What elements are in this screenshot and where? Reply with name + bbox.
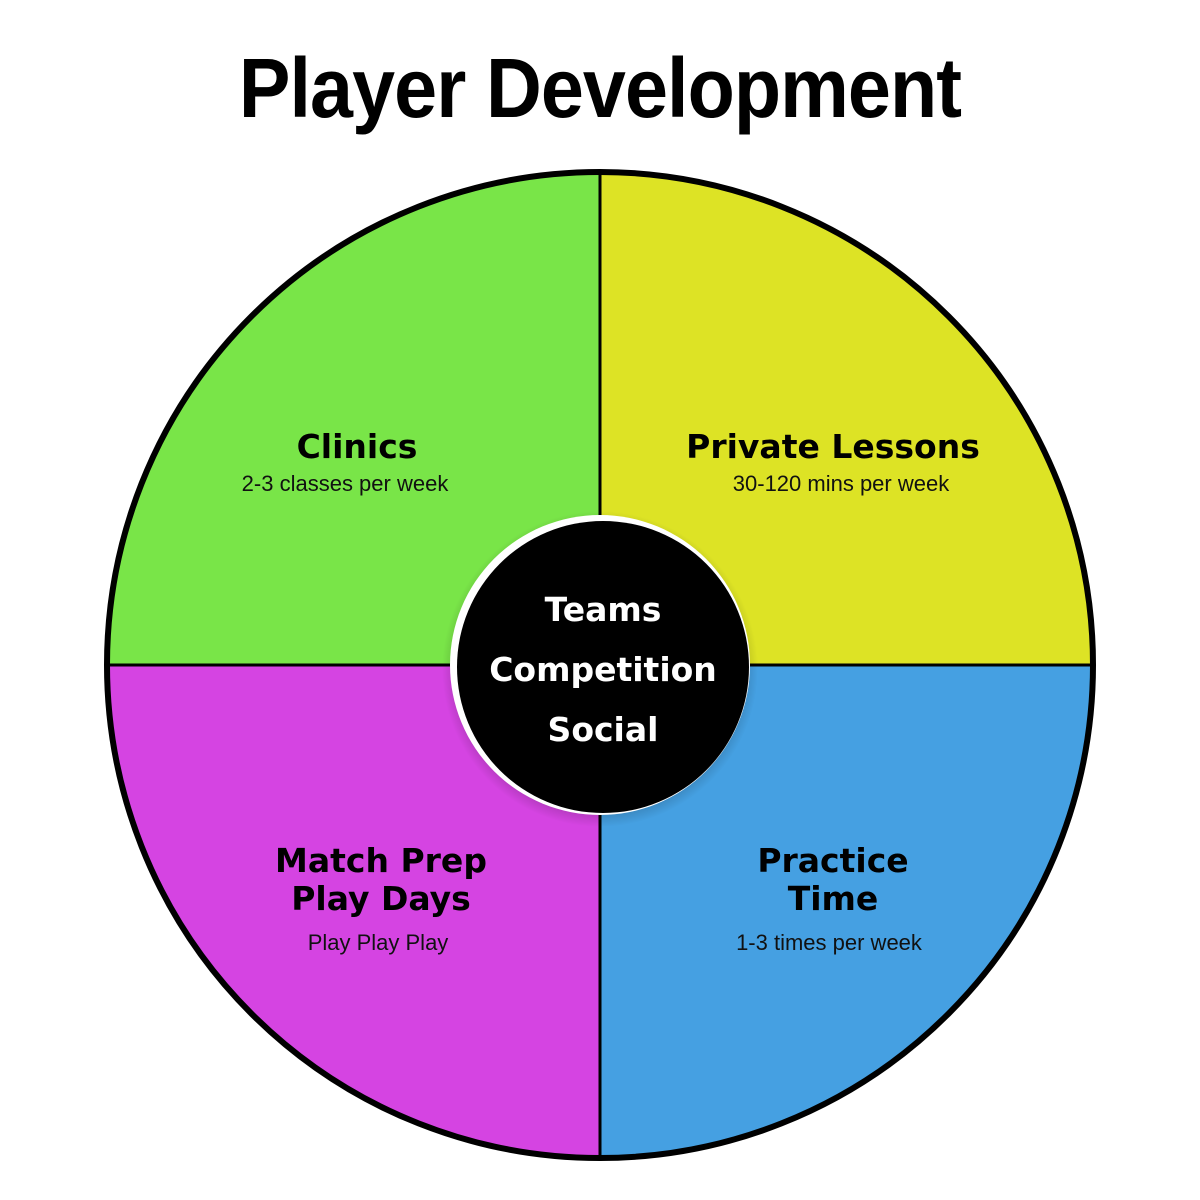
match-prep-subtitle: Play Play Play <box>308 930 449 955</box>
practice-subtitle: 1-3 times per week <box>736 930 923 955</box>
center-teams: Teams <box>545 590 662 629</box>
wheel-outline <box>104 169 1096 1161</box>
center-competition: Competition <box>489 650 717 689</box>
private-lessons-subtitle: 30-120 mins per week <box>733 471 950 496</box>
clinics-subtitle: 2-3 classes per week <box>242 471 450 496</box>
center-circle <box>457 521 749 813</box>
clinics-title: Clinics <box>297 427 418 466</box>
match-prep-title-line1: Match Prep <box>275 841 487 880</box>
center-social: Social <box>548 710 659 749</box>
practice-title-line1: Practice <box>757 841 908 880</box>
match-prep-title-line2: Play Days <box>291 879 471 918</box>
private-lessons-title: Private Lessons <box>686 427 980 466</box>
page-title: Player Development <box>238 41 962 135</box>
practice-title-line2: Time <box>788 879 879 918</box>
